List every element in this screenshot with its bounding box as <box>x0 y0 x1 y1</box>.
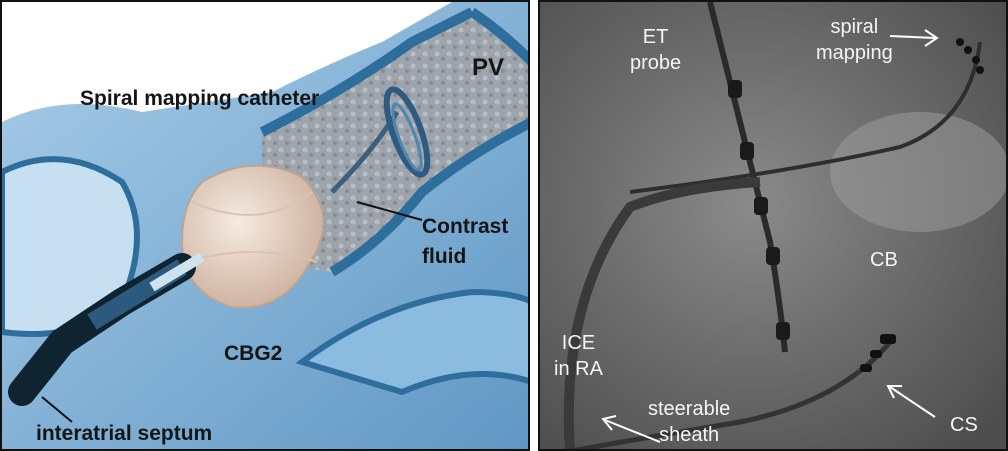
contrast-fluid-label: Contrast fluid <box>422 212 508 272</box>
fluoroscopy-image <box>540 2 1008 451</box>
septum-label: interatrial septum <box>36 422 212 446</box>
cs-label: CS <box>950 412 978 438</box>
steerable-sheath-label: steerable sheath <box>648 396 730 448</box>
et-probe-label: ET probe <box>630 24 681 76</box>
spiral-catheter-label: Spiral mapping catheter <box>80 87 319 111</box>
spiral-mapping-label: spiral mapping <box>816 14 893 66</box>
pv-label: PV <box>472 54 504 82</box>
ice-in-ra-label: ICE in RA <box>554 330 603 382</box>
fluoroscopy-panel: ET probe spiral mapping CB ICE in RA ste… <box>538 0 1008 451</box>
illustration-panel: PV Spiral mapping catheter Contrast flui… <box>0 0 530 451</box>
cb-label: CB <box>870 247 898 273</box>
cbg2-label: CBG2 <box>224 342 282 366</box>
